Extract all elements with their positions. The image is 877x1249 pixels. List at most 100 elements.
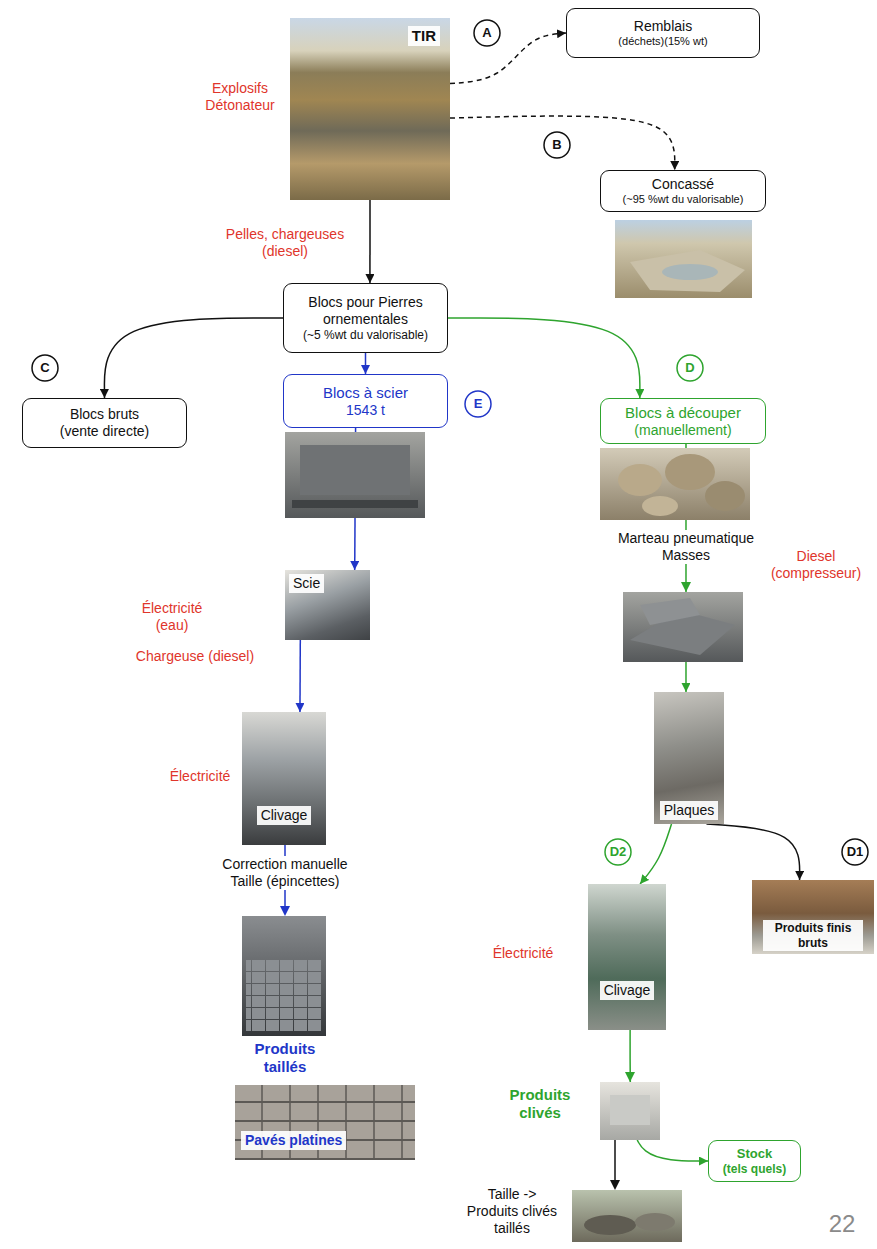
photo-detail bbox=[300, 445, 410, 495]
photo-detail bbox=[292, 500, 418, 508]
node-title: Plaques bbox=[660, 801, 719, 820]
resource-label: Électricité bbox=[491, 945, 556, 962]
cut-blocks-photo bbox=[600, 448, 750, 520]
node-title: Blocs bruts bbox=[70, 406, 139, 423]
splitter-photo: Clivage bbox=[588, 884, 666, 1030]
callout-letter: D bbox=[685, 360, 694, 376]
process-note: Taille -> Produits clivés taillés bbox=[460, 1186, 564, 1236]
cut-products-photo bbox=[242, 916, 326, 1036]
node-note: (~5 %wt du valorisable) bbox=[303, 328, 428, 342]
photo bbox=[572, 1190, 682, 1242]
page-number: 22 bbox=[827, 1210, 858, 1239]
product-label: Produits clivés bbox=[508, 1086, 573, 1122]
circle-outline bbox=[842, 839, 868, 865]
circle-outline bbox=[32, 355, 58, 381]
photo bbox=[615, 220, 752, 298]
node-title: Remblais bbox=[634, 18, 692, 35]
circle-outline bbox=[605, 839, 631, 865]
arrow-head bbox=[681, 582, 691, 592]
process-note: Marteau pneumatique Masses bbox=[609, 530, 763, 564]
flow-arrow bbox=[365, 353, 367, 374]
resource-label: Chargeuse (diesel) bbox=[134, 648, 256, 665]
flow-arrow bbox=[707, 824, 800, 880]
arrow-head bbox=[625, 1072, 635, 1082]
circle-outline bbox=[465, 391, 491, 417]
photo bbox=[600, 448, 750, 520]
node-title: Stock bbox=[737, 1146, 772, 1162]
output-box: Blocs bruts(vente directe) bbox=[22, 398, 187, 448]
circle-outline bbox=[677, 355, 703, 381]
crushed-stone-photo bbox=[615, 220, 752, 298]
resource-label: Explosifs Détonateur bbox=[203, 80, 276, 114]
circle-outline bbox=[474, 20, 500, 46]
photo bbox=[242, 916, 326, 1036]
raw-products-photo: Produits finis bruts bbox=[752, 880, 874, 954]
connector-group bbox=[104, 33, 799, 1161]
output-box: Remblais(déchets)(15% wt) bbox=[566, 8, 760, 58]
callout-letter: D2 bbox=[610, 844, 627, 860]
arrow-head bbox=[610, 1180, 620, 1190]
node-title: Pavés platines bbox=[241, 1131, 346, 1150]
photo-detail bbox=[630, 250, 745, 292]
resource-label: Diesel (compresseur) bbox=[769, 548, 863, 582]
photo-detail bbox=[662, 264, 718, 280]
step-circle: D1 bbox=[841, 838, 869, 866]
process-box: Blocs à scier1543 t bbox=[283, 374, 448, 428]
node-title: Blocs à scier bbox=[323, 384, 408, 402]
node-note: (manuellement) bbox=[634, 422, 731, 439]
flow-arrow bbox=[299, 640, 301, 712]
product-label: Produits taillés bbox=[253, 1040, 318, 1076]
process-box: Blocs pour Pierres ornementales(~5 %wt d… bbox=[283, 283, 448, 353]
photo-detail bbox=[642, 496, 678, 516]
step-circle: A bbox=[473, 19, 501, 47]
paving-photo: Pavés platines bbox=[235, 1085, 415, 1160]
node-title: Concassé bbox=[652, 176, 714, 193]
split-products-photo bbox=[600, 1082, 660, 1140]
node-title: Produits finis bruts bbox=[763, 920, 863, 951]
process-box: Blocs à découper(manuellement) bbox=[600, 398, 766, 444]
saw-photo: Scie bbox=[285, 570, 370, 640]
step-circle: C bbox=[31, 354, 59, 382]
saw-blocks-photo bbox=[285, 432, 425, 518]
splitter-photo: Clivage bbox=[242, 712, 326, 845]
step-circle: D bbox=[676, 354, 704, 382]
photo-detail bbox=[635, 1213, 675, 1231]
flow-arrow bbox=[448, 318, 640, 398]
photo-detail bbox=[610, 1095, 650, 1125]
split-cut-products-photo bbox=[572, 1190, 682, 1242]
flow-arrow bbox=[640, 824, 671, 884]
photo bbox=[600, 1082, 660, 1140]
circle-outline bbox=[544, 132, 570, 158]
photo-detail bbox=[640, 598, 700, 625]
quarry-photo: TIR bbox=[290, 18, 450, 200]
arrow-head bbox=[280, 906, 290, 916]
callout-letter: E bbox=[474, 396, 483, 412]
photo-detail bbox=[618, 464, 662, 496]
step-circle: D2 bbox=[604, 838, 632, 866]
resource-label: Électricité (eau) bbox=[140, 600, 205, 634]
callout-letter: C bbox=[40, 360, 49, 376]
resource-label: Électricité bbox=[168, 768, 233, 785]
node-note: (déchets)(15% wt) bbox=[618, 35, 707, 48]
node-note: (~95 %wt du valorisable) bbox=[623, 193, 744, 206]
step-circle: B bbox=[543, 131, 571, 159]
node-note: (tels quels) bbox=[723, 1162, 786, 1176]
photo-detail bbox=[665, 454, 715, 490]
node-title: Scie bbox=[289, 574, 324, 593]
stock-box: Stock(tels quels) bbox=[708, 1140, 801, 1182]
photo-detail bbox=[584, 1215, 636, 1235]
node-title: Blocs pour Pierres ornementales bbox=[292, 294, 439, 328]
process-note: Correction manuelle Taille (épincettes) bbox=[208, 856, 362, 890]
output-box: Concassé(~95 %wt du valorisable) bbox=[600, 170, 766, 212]
photo bbox=[285, 432, 425, 518]
resource-label: Pelles, chargeuses (diesel) bbox=[213, 226, 357, 260]
slabs-photo bbox=[623, 592, 743, 662]
photo bbox=[623, 592, 743, 662]
node-title: Clivage bbox=[257, 806, 312, 825]
flow-arrow bbox=[369, 200, 371, 283]
photo-detail bbox=[705, 481, 745, 511]
node-note: 1543 t bbox=[346, 402, 385, 419]
callout-letter: A bbox=[482, 25, 491, 41]
